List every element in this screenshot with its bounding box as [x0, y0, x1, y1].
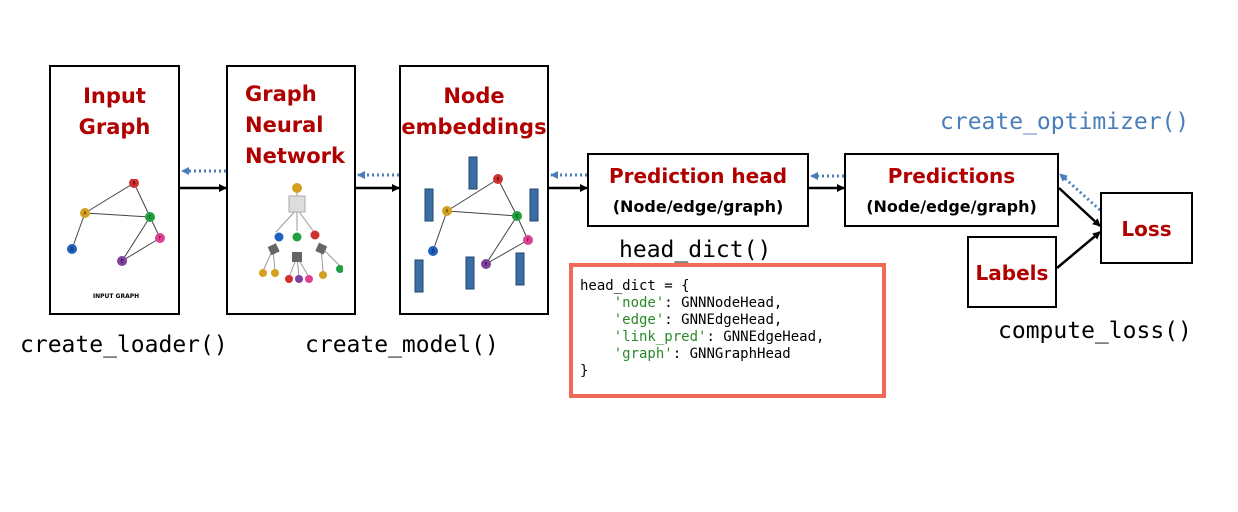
arrow-predictions-to-loss [1058, 187, 1101, 227]
prediction-head-subtitle: (Node/edge/graph) [612, 197, 784, 216]
loss-box: Loss [1100, 192, 1193, 264]
create-model-label: create_model() [305, 332, 499, 358]
node-e [117, 256, 127, 266]
node-label-d: D [70, 247, 73, 252]
input-graph-box: Input Graph A B C D E F INPUT GRAPH [49, 65, 180, 315]
prediction-head-title: Prediction head [608, 164, 788, 188]
code-value-edge: : GNNEdgeHead, [664, 312, 783, 328]
embedding-bar [529, 188, 539, 222]
head-dict-code-block: head_dict = { 'node': GNNNodeHead, 'edge… [569, 263, 886, 398]
node-d [67, 244, 77, 254]
labels-box: Labels [967, 236, 1057, 308]
node-a [80, 208, 90, 218]
code-key-node: 'node' [613, 295, 665, 311]
code-value-link-pred: : GNNEdgeHead, [706, 329, 825, 345]
node-embeddings-box: Node embeddings A B C D [399, 65, 549, 315]
arrow-labels-to-loss [1056, 231, 1101, 269]
gradient-arrow-loss-to-predictions [1058, 172, 1102, 212]
emb-node-label-c: C [516, 214, 519, 219]
emb-node-label-f: F [527, 238, 530, 243]
gnn-box: Graph Neural Network [226, 65, 356, 315]
gnn-title: Graph Neural Network [245, 82, 346, 168]
node-f [155, 233, 165, 243]
gnn-target-node [292, 183, 302, 193]
head-dict-label: head_dict() [619, 237, 772, 263]
node-embeddings-illustration: A B C D E F [414, 156, 539, 293]
predictions-title: Predictions [887, 164, 1016, 188]
node-label-e: E [121, 259, 124, 264]
labels-title: Labels [975, 261, 1049, 285]
gnn-computation-graph-illustration [259, 183, 343, 283]
code-key-link-pred: 'link_pred' [613, 329, 707, 345]
embedding-bar [515, 252, 525, 286]
code-open: head_dict = { [580, 278, 690, 294]
node-b [129, 179, 139, 188]
node-label-b: B [133, 181, 136, 186]
loss-title: Loss [1121, 217, 1172, 241]
node-c [145, 212, 155, 222]
emb-node-label-d: D [431, 249, 434, 254]
emb-node-label-e: E [485, 262, 488, 267]
embedding-bar [414, 259, 424, 293]
input-graph-illustration: A B C D E F INPUT GRAPH [67, 179, 165, 300]
embedding-bar [424, 188, 434, 222]
code-key-edge: 'edge' [613, 312, 665, 328]
embedding-bar [465, 256, 475, 290]
node-embeddings-title: Node embeddings [401, 84, 547, 139]
code-key-graph: 'graph' [613, 346, 673, 362]
gnn-aggregator-top [288, 195, 306, 213]
predictions-box: Predictions (Node/edge/graph) [844, 153, 1059, 227]
code-value-graph: : GNNGraphHead [672, 346, 791, 362]
embedding-bar [468, 156, 478, 190]
emb-node-label-b: B [497, 177, 500, 182]
create-optimizer-label: create_optimizer() [940, 109, 1190, 135]
emb-node-label-a: A [446, 209, 449, 214]
code-text: head_dict = { 'node': GNNNodeHead, 'edge… [580, 278, 824, 380]
node-label-c: C [149, 215, 152, 220]
node-label-a: A [84, 211, 87, 216]
code-value-node: : GNNNodeHead, [664, 295, 783, 311]
predictions-subtitle: (Node/edge/graph) [866, 197, 1037, 216]
code-close: } [580, 363, 589, 379]
input-graph-title: Input Graph [78, 84, 151, 139]
node-label-f: F [159, 236, 162, 241]
compute-loss-label: compute_loss() [998, 318, 1192, 344]
input-graph-caption: INPUT GRAPH [93, 293, 139, 300]
prediction-head-box: Prediction head (Node/edge/graph) [587, 153, 809, 227]
create-loader-label: create_loader() [20, 332, 228, 358]
